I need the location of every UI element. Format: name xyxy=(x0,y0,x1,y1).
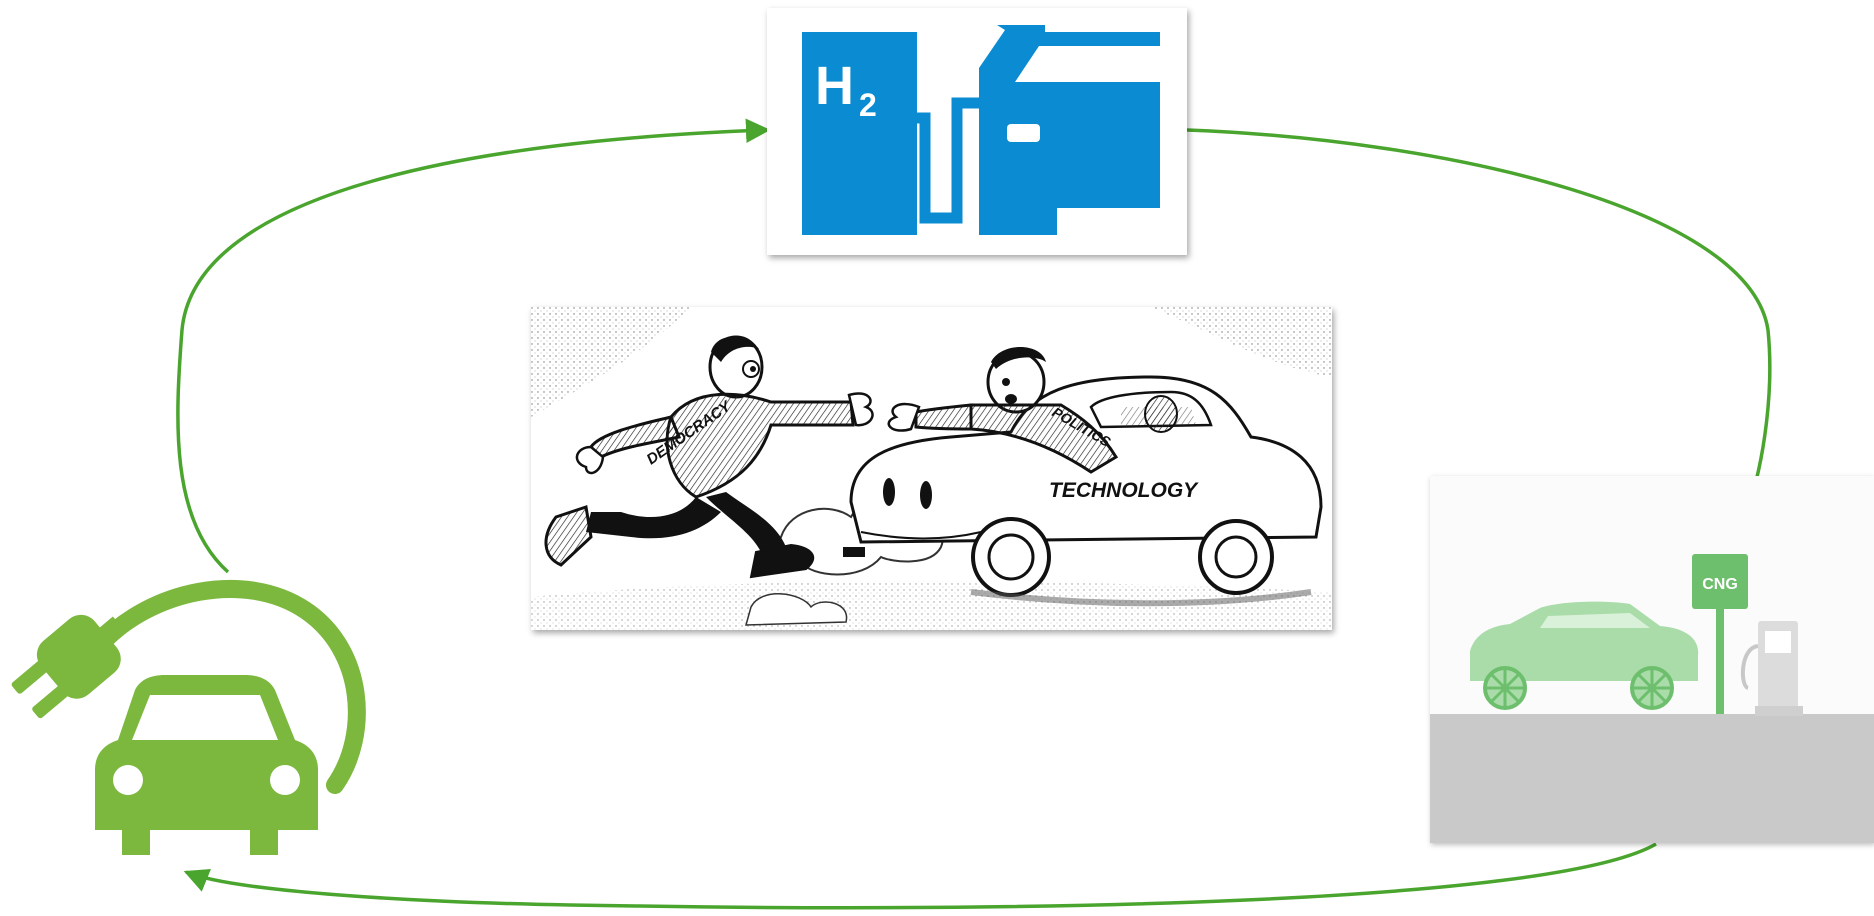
cng-sign-text: CNG xyxy=(1702,576,1738,593)
arrow-cng-to-ev xyxy=(186,844,1656,908)
hydrogen-fuel-pump-with-car-icon: H 2 xyxy=(767,8,1187,255)
h2-symbol-subscript: 2 xyxy=(859,87,877,123)
cng-station-with-car-icon: CNG xyxy=(1430,476,1874,843)
h2-symbol-text: H xyxy=(815,56,854,116)
electric-car-plug-icon xyxy=(0,555,372,870)
hydrogen-station-panel: H 2 xyxy=(767,8,1187,255)
cng-station-panel: CNG xyxy=(1430,476,1874,843)
cartoon-illustration: DEMOCRACY TECHNOLOGY xyxy=(531,307,1332,630)
democracy-politics-technology-cartoon: DEMOCRACY TECHNOLOGY xyxy=(531,307,1332,630)
car-technology-label: TECHNOLOGY xyxy=(1049,479,1199,502)
